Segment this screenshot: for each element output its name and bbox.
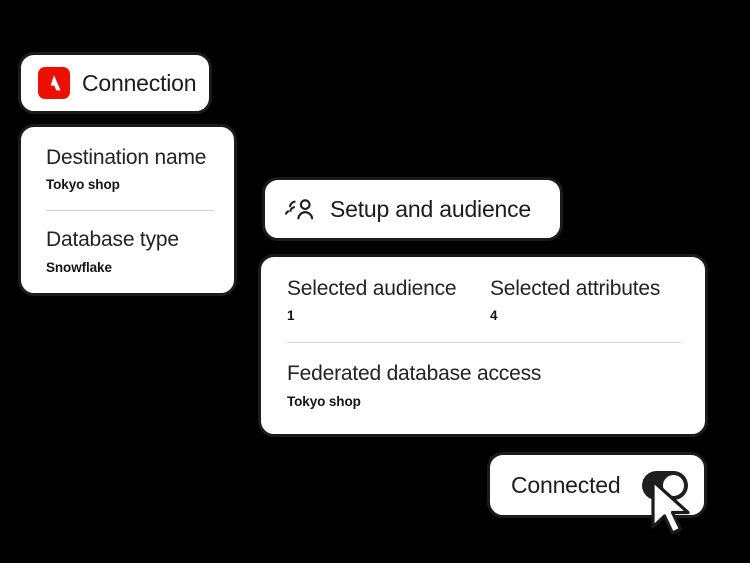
divider [287, 342, 681, 344]
adobe-logo-icon [38, 67, 70, 99]
database-type-label: Database type [46, 228, 179, 252]
setup-and-audience-card[interactable]: Setup and audience [262, 177, 563, 241]
setup-and-audience-label: Setup and audience [330, 195, 532, 222]
audience-details-card: Selected audience 1 Selected attributes … [258, 254, 708, 437]
selected-attributes-label: Selected attributes [490, 277, 661, 300]
connected-label: Connected [511, 471, 621, 498]
database-type-value: Snowflake [46, 259, 112, 275]
destination-details-card: Destination name Tokyo shop Database typ… [18, 124, 237, 296]
connection-label: Connection [82, 69, 197, 96]
database-type-field: Database type Snowflake [46, 228, 214, 274]
destination-name-value: Tokyo shop [46, 177, 120, 193]
selected-audience-label: Selected audience [287, 277, 457, 300]
selected-attributes-field: Selected attributes 4 [490, 277, 681, 323]
toggle-knob[interactable] [661, 472, 686, 498]
connection-card[interactable]: Connection [18, 52, 212, 114]
federated-database-access-field: Federated database access Tokyo shop [287, 362, 681, 408]
federated-database-access-value: Tokyo shop [287, 393, 361, 409]
destination-name-label: Destination name [46, 146, 207, 169]
federated-database-access-label: Federated database access [287, 362, 542, 386]
audience-group-icon [284, 194, 316, 224]
stats-row: Selected audience 1 Selected attributes … [287, 277, 681, 323]
connected-status-card[interactable]: Connected [487, 452, 707, 518]
selected-audience-value: 1 [287, 308, 295, 324]
selected-attributes-value: 4 [490, 308, 498, 324]
connection-toggle[interactable] [642, 470, 688, 500]
divider [46, 210, 214, 212]
selected-audience-field: Selected audience 1 [287, 277, 490, 323]
destination-name-field: Destination name Tokyo shop [46, 146, 214, 192]
